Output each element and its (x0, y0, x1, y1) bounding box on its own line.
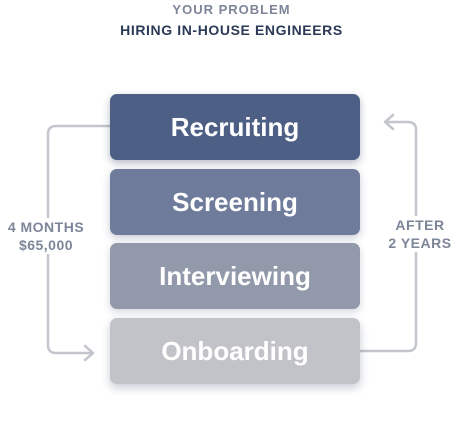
right-annotation: AFTER 2 YEARS (380, 216, 460, 252)
stage-onboarding: Onboarding (110, 318, 360, 384)
left-annotation: 4 MONTHS $65,000 (6, 218, 86, 254)
right-annotation-line1: AFTER (395, 217, 445, 233)
stage-screening: Screening (110, 169, 360, 235)
stage-recruiting: Recruiting (110, 94, 360, 160)
right-annotation-line2: 2 YEARS (388, 235, 452, 251)
page-subtitle: YOUR PROBLEM (172, 2, 291, 17)
left-cycle-arrowhead (83, 344, 95, 362)
left-annotation-duration: 4 MONTHS (7, 219, 85, 235)
stage-interviewing: Interviewing (110, 243, 360, 309)
left-annotation-cost: $65,000 (18, 237, 74, 253)
right-cycle-arrowhead (383, 113, 395, 131)
page-title: HIRING IN-HOUSE ENGINEERS (120, 22, 343, 38)
